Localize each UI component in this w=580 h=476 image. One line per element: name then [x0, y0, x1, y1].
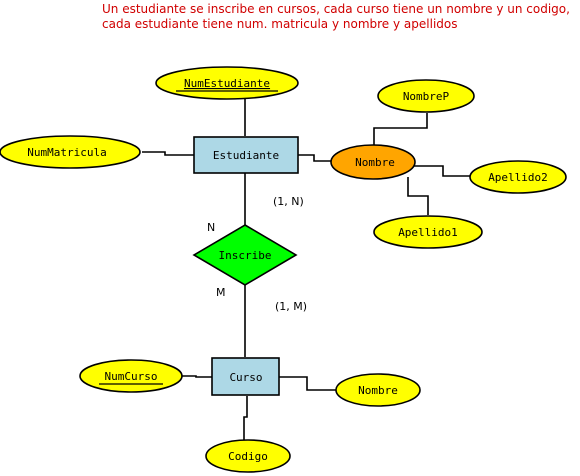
relationship-inscribe[interactable]: Inscribe	[192, 224, 298, 286]
attribute-nombre-estudiante[interactable]: Nombre	[330, 144, 416, 180]
entity-curso-label: Curso	[229, 371, 262, 384]
attribute-numcurso-label: NumCurso	[105, 370, 158, 383]
connector-nombre-estudiante	[298, 154, 331, 162]
diagram-description: Un estudiante se inscribe en cursos, cad…	[102, 2, 572, 32]
connector-nombrep	[373, 113, 428, 147]
attribute-codigo[interactable]: Codigo	[205, 439, 291, 473]
cardinality-estudiante: (1, N)	[273, 195, 304, 208]
attribute-nummatricula[interactable]: NumMatricula	[0, 135, 141, 169]
connector-nombre-curso	[279, 376, 336, 391]
entity-estudiante[interactable]: Estudiante	[193, 136, 299, 174]
attribute-apellido2[interactable]: Apellido2	[469, 160, 567, 194]
attribute-apellido1[interactable]: Apellido1	[373, 215, 483, 249]
cardinality-curso: (1, M)	[275, 300, 307, 313]
side-label-n: N	[207, 221, 215, 234]
attribute-numestudiante-label: NumEstudiante	[184, 77, 270, 90]
attribute-nombrep-label: NombreP	[403, 90, 450, 103]
attribute-apellido2-label: Apellido2	[488, 171, 548, 184]
attribute-nombre-curso-label: Nombre	[358, 384, 398, 397]
attribute-numcurso[interactable]: NumCurso	[79, 359, 183, 393]
description-line-2: cada estudiante tiene num. matricula y n…	[102, 17, 458, 31]
relationship-inscribe-label: Inscribe	[219, 249, 272, 262]
connectors	[142, 98, 470, 440]
entity-estudiante-label: Estudiante	[213, 149, 279, 162]
attribute-numestudiante[interactable]: NumEstudiante	[155, 66, 299, 100]
side-label-m: M	[216, 286, 226, 299]
connector-apellido1	[407, 177, 429, 215]
attribute-nombrep[interactable]: NombreP	[377, 79, 475, 113]
attribute-nombre-estudiante-label: Nombre	[355, 156, 395, 169]
attribute-nummatricula-label: NumMatricula	[27, 146, 106, 159]
connector-codigo	[243, 396, 248, 440]
attribute-apellido1-label: Apellido1	[398, 226, 458, 239]
attribute-nombre-curso[interactable]: Nombre	[335, 373, 421, 407]
attribute-codigo-label: Codigo	[228, 450, 268, 463]
connector-nummatricula	[142, 151, 194, 156]
connector-apellido2	[414, 165, 470, 177]
description-line-1: Un estudiante se inscribe en cursos, cad…	[102, 2, 570, 16]
connector-numcurso	[182, 375, 212, 378]
entity-curso[interactable]: Curso	[211, 357, 280, 396]
